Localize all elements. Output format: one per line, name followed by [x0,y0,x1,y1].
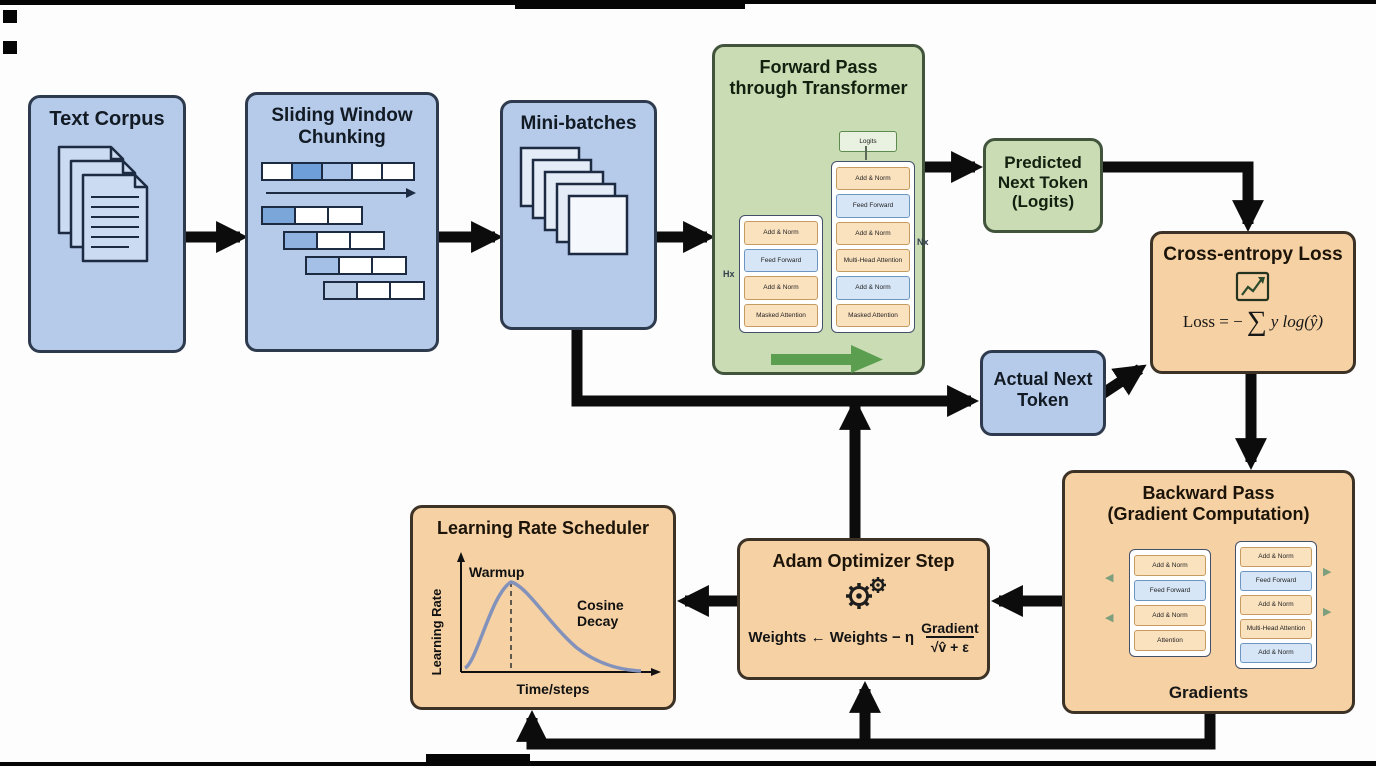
gradient-flow-arrow-icon: ▶ [1323,566,1332,578]
node-actual-token: Actual Next Token [980,350,1106,436]
formula-post: y log(ŷ) [1270,311,1324,331]
node-title: Actual Next Token [993,369,1093,410]
formula-pre: Loss = − [1182,311,1243,331]
transformer-block: Add & Norm [1134,605,1206,626]
node-title: Adam Optimizer Step [772,551,955,571]
scan-artifact [515,0,745,9]
transformer-block: Feed Forward [744,248,818,272]
loss-formula: Loss = − ∑ y log(ŷ) [1153,305,1353,337]
node-title: Learning Rate Scheduler [436,518,650,538]
scan-artifact [3,10,17,23]
gears-icon [740,574,987,614]
node-cross-entropy-loss: Cross-entropy Loss Loss = − ∑ y log(ŷ) [1150,231,1356,374]
node-forward-pass: Forward Pass through Transformer Logits … [712,44,929,375]
transformer-block: Add & Norm [1134,555,1206,576]
transformer-block: Feed Forward [1134,580,1206,601]
scan-artifact [426,754,530,766]
node-title: Text Corpus [49,108,165,130]
cosine-decay-label-line2: Decay [577,613,618,629]
transformer-block: Add & Norm [1240,547,1312,567]
transformer-block: Add & Norm [744,221,818,245]
node-lr-scheduler: Learning Rate Scheduler Warmup Cosine De… [410,505,676,710]
mini-batches-icon [503,143,654,273]
decoder-stack-left: Add & Norm Feed Forward Add & Norm Maske… [739,215,823,333]
warmup-label: Warmup [469,564,524,580]
transformer-block: Masked Attention [836,303,910,327]
arrow-bottom-loop-to-scheduler [516,710,1216,750]
scan-artifact [740,0,1376,4]
gradients-label: Gradients [1168,683,1249,702]
node-sliding-window: Sliding Window Chunking [245,92,439,352]
transformer-block: Add & Norm [1240,643,1312,663]
nx-label: Nx [917,237,929,247]
transformer-block: Attention [1134,630,1206,651]
gradient-flow-arrow-icon: ◀ [1105,612,1114,624]
transformer-block: Add & Norm [1240,595,1312,615]
cosine-decay-label-line1: Cosine [577,597,624,613]
logits-block: Logits [839,131,897,152]
formula-pre: Weights ← Weights − η [748,628,915,646]
transformer-block: Add & Norm [836,276,910,300]
node-title: Sliding Window Chunking [271,105,413,148]
gradient-stack-right: Add & Norm Feed Forward Add & Norm Multi… [1235,541,1317,669]
scan-artifact [528,761,1376,766]
formula-fraction: Gradient √v̂ + ε [921,620,979,655]
node-title: Predicted Next Token (Logits) [997,153,1089,212]
transformer-block: Feed Forward [836,194,910,218]
transformer-block: Add & Norm [836,167,910,191]
lr-schedule-chart: Warmup Cosine Decay Learning Rate Time/s… [429,552,661,697]
gradient-stack-left: Add & Norm Feed Forward Add & Norm Atten… [1129,549,1211,657]
adam-update-formula: Weights ← Weights − η Gradient √v̂ + ε [740,620,987,655]
x-axis-label: Time/steps [517,681,590,697]
node-mini-batches: Mini-batches [500,100,657,330]
node-adam-optimizer: Adam Optimizer Step [737,538,990,680]
hx-label: Hx [723,269,735,279]
decoder-stack-right: Add & Norm Feed Forward Add & Norm Multi… [831,161,915,333]
node-backward-pass: Backward Pass (Gradient Computation) Add… [1062,470,1355,714]
transformer-block: Add & Norm [744,276,818,300]
sliding-window-icon [248,157,436,313]
node-text-corpus: Text Corpus [28,95,186,353]
transformer-block: Multi-Head Attention [836,248,910,273]
node-title-line2: through Transformer [729,77,908,98]
lr-curve [463,580,642,673]
loss-chart-icon [1153,270,1353,304]
node-title: Cross-entropy Loss [1163,244,1343,265]
node-title-line1: Forward Pass [759,57,878,77]
transformer-block: Multi-Head Attention [1240,619,1312,639]
scan-artifact [0,0,520,5]
transformer-block: Feed Forward [1240,571,1312,591]
node-title-line2: (Gradient Computation) [1107,503,1310,524]
gradient-flow-arrow-icon: ▶ [1323,606,1332,618]
scan-artifact [0,762,428,766]
scan-artifact [3,41,17,54]
arrow-predicted-to-loss [1103,161,1264,232]
fraction-numerator: Gradient [921,619,979,636]
fraction-denominator: √v̂ + ε [925,635,974,655]
node-predicted-token: Predicted Next Token (Logits) [983,138,1103,233]
documents-stack-icon [31,139,183,289]
transformer-block: Add & Norm [836,221,910,245]
gradient-flow-arrow-icon: ◀ [1105,572,1114,584]
sum-symbol: ∑ [1246,305,1267,337]
connector-line [865,146,867,160]
forward-direction-arrow [771,345,883,373]
transformer-block: Masked Attention [744,303,818,327]
node-title-line1: Backward Pass [1142,483,1275,503]
node-title: Mini-batches [520,113,637,134]
y-axis-label: Learning Rate [429,589,444,676]
